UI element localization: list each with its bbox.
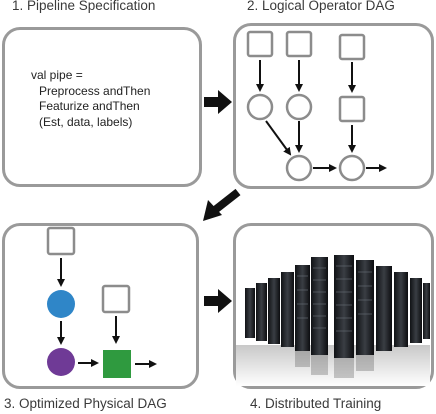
physical-source-node-1 [46,226,76,256]
step3-title: 3. Optimized Physical DAG [4,396,167,411]
step2-title: 2. Logical Operator DAG [247,0,395,13]
logical-op-node-2 [285,93,313,121]
transition-arrow-3-to-4 [204,289,232,313]
logical-source-node-2 [285,30,313,58]
step1-title: 1. Pipeline Specification [12,0,156,13]
transition-arrow-1-to-2 [204,90,232,114]
server-racks-image [236,255,430,386]
logical-op-node-3 [338,95,366,123]
logical-source-node-1 [246,30,274,58]
step4-title: 4. Distributed Training [250,396,382,411]
code-line-4: (Est, data, labels) [39,114,133,129]
logical-op-node-1 [246,93,274,121]
logical-source-node-3 [338,33,366,61]
physical-op-node-green [103,350,131,378]
code-line-2: Preprocess andThen [39,83,151,98]
code-line-1: val pipe = [31,68,83,82]
transition-arrow-2-to-3 [203,188,241,221]
physical-op-node-blue [47,290,75,318]
pipeline-spec-panel: val pipe = Preprocess andThen Featurize … [2,27,202,187]
physical-source-node-2 [101,284,131,314]
pipeline-code: val pipe = Preprocess andThen Featurize … [31,68,150,130]
physical-dag-panel [2,223,199,389]
physical-op-node-purple [47,348,75,376]
logical-op-node-5 [338,154,366,182]
logical-edge-4 [265,120,292,156]
logical-op-node-4 [285,154,313,182]
code-line-3: Featurize andThen [39,99,140,113]
